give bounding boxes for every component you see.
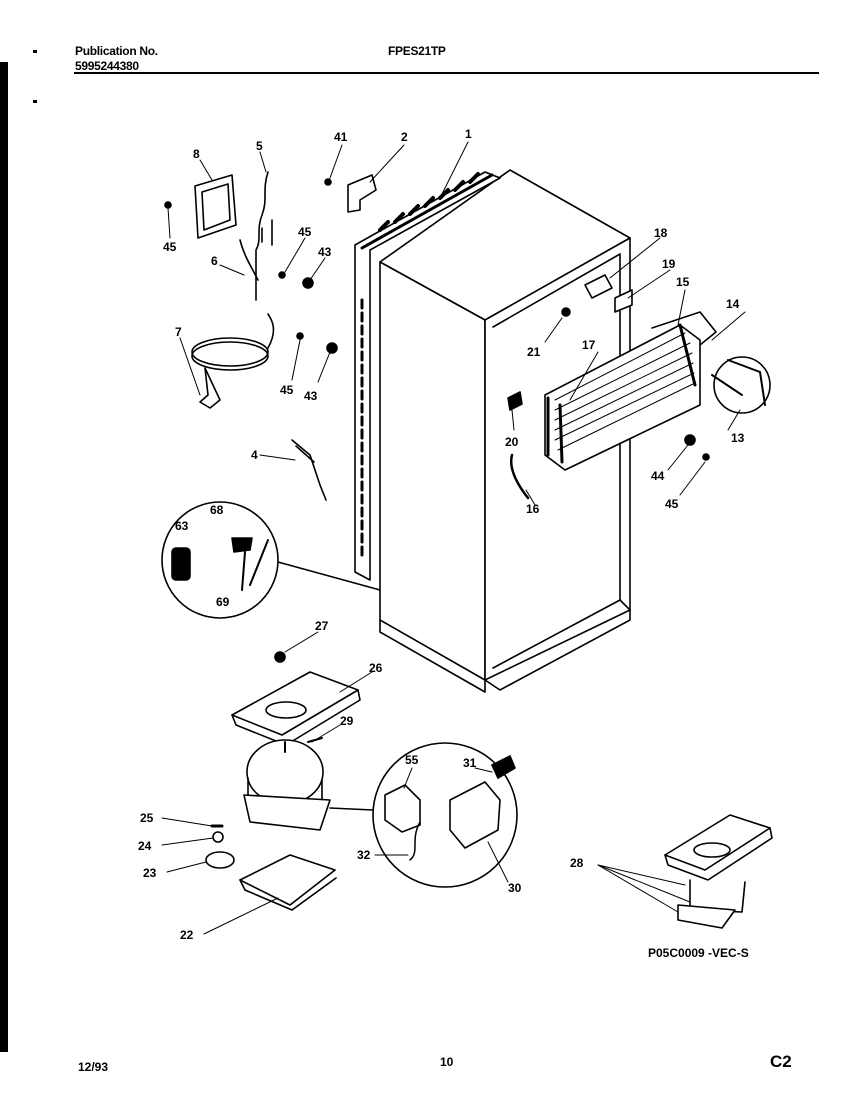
callout-label: 4: [251, 448, 258, 462]
header-rule: [74, 72, 819, 74]
callout-label: 41: [334, 130, 348, 144]
wire-harness-part: [239, 219, 273, 281]
callout-label: 7: [175, 325, 182, 339]
condenser-coil: [354, 171, 501, 581]
washer-part: [212, 831, 224, 843]
fastener-parts: [164, 178, 710, 663]
callout-label: 69: [216, 595, 230, 609]
callout-labels: 1 2 4 5 6 7 8 13 14 15 16 17 18 19 20 21…: [138, 127, 745, 942]
sensor-part: [507, 391, 523, 411]
callout-label: 23: [143, 866, 157, 880]
heater-part: [291, 439, 327, 501]
section-code: C2: [770, 1052, 792, 1071]
wire-detail-13: [711, 359, 766, 406]
footer-date: 12/93: [78, 1060, 109, 1074]
callout-label: 45: [665, 497, 679, 511]
callout-label: 21: [527, 345, 541, 359]
scan-speck: [33, 50, 37, 53]
publication-label: Publication No.: [75, 44, 158, 58]
callout-label: 55: [405, 753, 419, 767]
clip-part: [614, 289, 633, 313]
model-number: FPES21TP: [388, 44, 446, 58]
callout-label: 14: [726, 297, 740, 311]
base-plate-part: [239, 854, 336, 906]
drain-pan-part: [231, 671, 361, 746]
power-cord-part: [191, 313, 275, 409]
callout-label: 18: [654, 226, 668, 240]
grommet-part: [205, 851, 235, 869]
callout-label: 19: [662, 257, 676, 271]
callout-label: 43: [304, 389, 318, 403]
access-cover-part: [194, 174, 237, 239]
callout-label: 43: [318, 245, 332, 259]
compressor-pan-assembly-28: [664, 814, 773, 929]
wire-harness-part: [255, 171, 269, 301]
callout-label: 45: [280, 383, 294, 397]
callout-label: 22: [180, 928, 194, 942]
scan-edge-mark: [0, 62, 8, 1052]
page-number: 10: [440, 1055, 454, 1069]
callout-label: 31: [463, 756, 477, 770]
callout-label: 15: [676, 275, 690, 289]
bracket-part: [347, 174, 377, 213]
callout-label: 28: [570, 856, 584, 870]
tube-part: [509, 453, 530, 500]
callout-label: 45: [298, 225, 312, 239]
callout-label: 2: [401, 130, 408, 144]
callout-label: 16: [526, 502, 540, 516]
diagram-code: P05C0009 -VEC-S: [648, 946, 749, 960]
callout-label: 1: [465, 127, 472, 141]
callout-label: 27: [315, 619, 329, 633]
detail-circle-start-relay: [161, 501, 381, 619]
detail-circle-overload: [329, 742, 518, 888]
callout-label: 29: [340, 714, 354, 728]
callout-label: 6: [211, 254, 218, 268]
publication-number: 5995244380: [75, 59, 139, 73]
callout-label: 17: [582, 338, 596, 352]
base-plate-edge: [239, 877, 337, 911]
callout-label: 5: [256, 139, 263, 153]
callout-label: 68: [210, 503, 224, 517]
callout-label: 63: [175, 519, 189, 533]
callout-label: 25: [140, 811, 154, 825]
callout-label: 30: [508, 881, 522, 895]
callout-label: 44: [651, 469, 665, 483]
callout-label: 13: [731, 431, 745, 445]
callout-label: 8: [193, 147, 200, 161]
callout-label: 32: [357, 848, 371, 862]
callout-label: 24: [138, 839, 152, 853]
timer-part: [584, 274, 613, 299]
compressor-part: [243, 737, 331, 831]
leader-lines: [161, 141, 746, 935]
evaporator-assembly: [544, 323, 701, 471]
callout-label: 45: [163, 240, 177, 254]
callout-label: 20: [505, 435, 519, 449]
scan-speck: [33, 100, 37, 103]
thermostat-part: [651, 311, 717, 346]
callout-label: 26: [369, 661, 383, 675]
